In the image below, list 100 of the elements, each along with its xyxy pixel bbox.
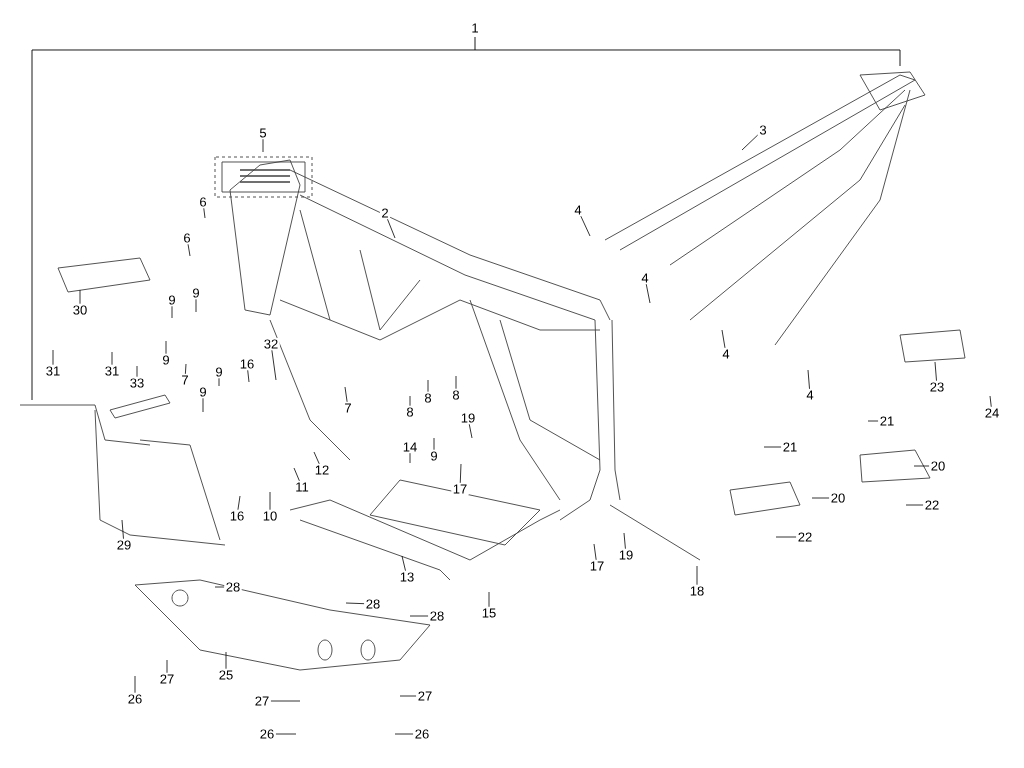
callout-number: 9: [428, 449, 440, 463]
callout-number: 12: [313, 463, 331, 477]
leader-line: [623, 532, 626, 550]
leader-line: [488, 591, 490, 608]
callout-number: 4: [720, 348, 732, 360]
leader-line: [136, 365, 138, 378]
callout-number: 23: [928, 380, 946, 394]
leader-line: [134, 675, 136, 694]
leader-line: [455, 375, 457, 390]
leader-line: [218, 377, 220, 387]
callout-number: 9: [166, 293, 178, 307]
leader-line: [468, 423, 473, 439]
callout-number: 17: [451, 483, 469, 495]
callout-number: 21: [878, 414, 896, 428]
leader-line: [811, 497, 830, 499]
callout-number: 7: [342, 402, 354, 414]
callout-number: 5: [257, 126, 269, 140]
callout-number: 32: [262, 337, 280, 351]
leader-line: [79, 289, 81, 305]
leader-line: [459, 463, 462, 484]
leader-line: [271, 349, 277, 381]
callout-number: 13: [398, 570, 416, 584]
leader-line: [401, 555, 406, 572]
leader-line: [185, 363, 187, 375]
leader-line: [313, 451, 320, 465]
leader-line: [867, 420, 879, 422]
leader-line: [225, 651, 227, 670]
leader-line: [121, 519, 124, 540]
leader-line: [409, 395, 411, 407]
callout-number: 16: [238, 357, 256, 371]
callout-number: 8: [450, 388, 462, 402]
leader-line: [293, 467, 300, 482]
callout-number: 20: [929, 459, 947, 473]
leader-line: [763, 446, 782, 448]
leader-line: [195, 298, 197, 313]
callout-number: 22: [923, 498, 941, 512]
leader-line: [387, 218, 396, 239]
leader-line: [344, 386, 348, 403]
callout-number: 3: [757, 123, 769, 137]
leader-line: [165, 340, 167, 355]
callout-number: 19: [459, 411, 477, 425]
callout-number: 11: [293, 481, 311, 493]
callout-number: 27: [158, 672, 176, 686]
callout-number: 19: [617, 548, 635, 562]
leader-line: [171, 305, 173, 319]
leader-line: [269, 491, 271, 511]
callout-number: 16: [228, 509, 246, 523]
callout-number: 7: [179, 374, 191, 386]
leader-line: [409, 452, 411, 464]
callout-number: 9: [197, 385, 209, 399]
callout-number: 4: [804, 389, 816, 401]
callout-number: 22: [796, 530, 814, 544]
leader-line: [427, 379, 429, 393]
leader-line: [270, 700, 301, 702]
leader-line: [696, 565, 698, 586]
callout-number: 26: [258, 727, 276, 741]
leader-line: [394, 733, 414, 735]
leader-line: [934, 361, 937, 382]
callout-number: 15: [480, 606, 498, 620]
callout-number: 27: [253, 694, 271, 708]
callout-number: 31: [103, 364, 121, 378]
callout-number: 21: [781, 440, 799, 454]
leader-line: [203, 207, 206, 219]
callout-number: 25: [217, 668, 235, 682]
callout-number: 30: [71, 303, 89, 317]
leader-line: [913, 465, 930, 467]
callout-number: 4: [572, 204, 584, 216]
leader-line: [807, 369, 810, 390]
callout-number: 9: [160, 353, 172, 367]
callout-number: 20: [829, 491, 847, 505]
leader-line: [741, 134, 759, 151]
callout-number: 6: [197, 195, 209, 209]
callout-number: 14: [401, 441, 419, 453]
callout-number: 9: [213, 365, 225, 379]
callout-number: 18: [688, 584, 706, 598]
leader-line: [202, 397, 204, 413]
leader-line: [345, 602, 365, 605]
leader-line: [409, 615, 429, 617]
leader-line: [52, 349, 54, 366]
callout-number: 31: [44, 364, 62, 378]
callout-number: 28: [428, 609, 446, 623]
leader-line: [237, 495, 241, 511]
callout-number: 33: [128, 376, 146, 390]
leader-line: [775, 536, 797, 538]
leader-line: [262, 138, 264, 153]
callout-number: 27: [416, 689, 434, 703]
leader-line: [645, 283, 651, 304]
callout-number: 1: [472, 23, 478, 33]
callout-number: 28: [224, 580, 242, 594]
leader-line: [905, 504, 924, 506]
callout-number: 29: [115, 538, 133, 552]
callout-number: 26: [413, 727, 431, 741]
callout-number: 4: [639, 272, 651, 284]
callout-number: 10: [261, 509, 279, 523]
callout-number: 26: [126, 692, 144, 706]
callout-number: 2: [379, 206, 391, 220]
leader-line: [580, 215, 591, 237]
leader-line: [247, 369, 250, 383]
callout-number: 9: [190, 286, 202, 300]
leader-line: [275, 733, 297, 735]
